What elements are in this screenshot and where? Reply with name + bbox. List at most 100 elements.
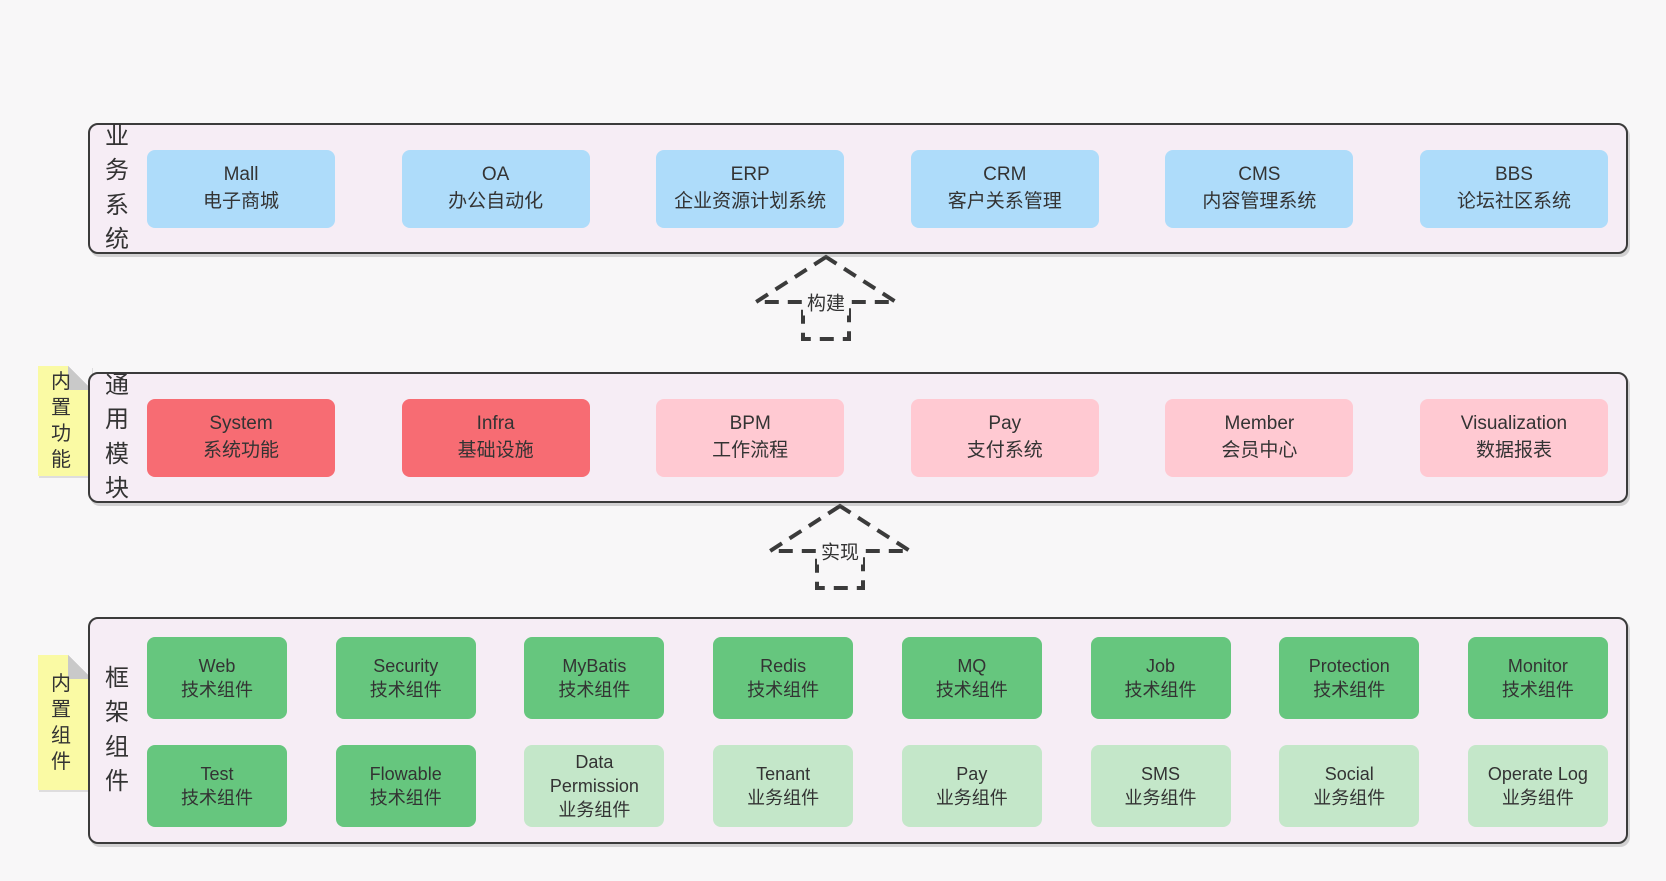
box-system: System 系统功能: [147, 398, 335, 477]
box-data-permission: Data Permission 业务组件: [524, 745, 665, 827]
box-sms: SMS 业务组件: [1090, 745, 1231, 827]
box-title: Operate Log: [1487, 763, 1588, 784]
box-title: ERP: [730, 163, 770, 185]
band-boxes-area: Mall 电子商城 OA 办公自动化 ERP 企业资源计划系统 CRM 客户关系…: [145, 125, 1626, 252]
box-infra: Infra 基础设施: [401, 398, 590, 477]
box-subtitle: 支付系统: [966, 439, 1043, 461]
box-title: MyBatis: [562, 655, 627, 676]
box-title: CRM: [983, 163, 1027, 185]
sticky-note-built-in-features: 内置功能: [38, 366, 92, 476]
box-subtitle: 技术组件: [1501, 680, 1574, 700]
box-title: Infra: [476, 412, 515, 434]
box-member: Member 会员中心: [1165, 398, 1354, 477]
box-title: Member: [1224, 412, 1295, 434]
box-mall: Mall 电子商城: [147, 149, 335, 228]
box-subtitle: 技术组件: [369, 680, 442, 700]
box-title: Pay: [988, 412, 1022, 434]
box-subtitle: 工作流程: [712, 439, 789, 461]
box-subtitle: 业务组件: [747, 788, 820, 808]
band-label-business-systems: 业务系统: [105, 123, 129, 253]
box-tenant: Tenant 业务组件: [713, 745, 854, 827]
box-crm: CRM 客户关系管理: [910, 149, 1099, 228]
box-row: Mall 电子商城 OA 办公自动化 ERP 企业资源计划系统 CRM 客户关系…: [147, 149, 1608, 228]
box-operate-log: Operate Log 业务组件: [1467, 745, 1608, 827]
box-subtitle: 技术组件: [935, 680, 1008, 700]
box-protection: Protection 技术组件: [1279, 637, 1420, 719]
band-business-systems: 业务系统 Mall 电子商城 OA 办公自动化 ERP 企业资源计划系统 CRM…: [88, 123, 1628, 254]
box-pay-component: Pay 业务组件: [901, 745, 1042, 827]
box-subtitle: 技术组件: [558, 680, 631, 700]
box-visualization: Visualization 数据报表: [1419, 398, 1608, 477]
box-redis: Redis 技术组件: [713, 637, 854, 719]
box-bpm: BPM 工作流程: [656, 398, 845, 477]
box-subtitle: 技术组件: [747, 680, 820, 700]
box-erp: ERP 企业资源计划系统: [656, 149, 845, 228]
box-subtitle: 基础设施: [457, 439, 534, 461]
box-title: BBS: [1494, 163, 1533, 185]
box-title: Monitor: [1507, 655, 1568, 676]
box-subtitle: 企业资源计划系统: [674, 190, 827, 212]
box-social: Social 业务组件: [1279, 745, 1420, 827]
box-row-business: Test 技术组件 Flowable 技术组件 Data Permission …: [147, 745, 1608, 827]
box-subtitle: 技术组件: [1124, 680, 1197, 700]
box-title: System: [209, 412, 273, 434]
sticky-note-built-in-components: 内置组件: [38, 655, 92, 790]
box-title: OA: [481, 163, 510, 185]
box-flowable: Flowable 技术组件: [335, 745, 476, 827]
box-subtitle: 业务组件: [1501, 788, 1574, 808]
box-title: BPM: [729, 412, 771, 434]
box-title: Redis: [760, 655, 807, 676]
band-boxes-area: System 系统功能 Infra 基础设施 BPM 工作流程 Pay 支付系统…: [145, 374, 1626, 501]
box-subtitle: 业务组件: [1124, 788, 1197, 808]
implement-arrow: 实现: [765, 503, 915, 591]
box-title: Visualization: [1460, 412, 1568, 434]
build-arrow-label: 构建: [802, 288, 850, 316]
box-security: Security 技术组件: [335, 637, 476, 719]
box-mq: MQ 技术组件: [901, 637, 1042, 719]
band-label-framework-components: 框架组件: [105, 665, 129, 795]
band-boxes-area: Web 技术组件 Security 技术组件 MyBatis 技术组件 Redi…: [145, 619, 1626, 842]
band-framework-components: 框架组件 Web 技术组件 Security 技术组件 MyBatis 技术组件…: [88, 617, 1628, 844]
box-subtitle: 技术组件: [1313, 680, 1386, 700]
box-web: Web 技术组件: [147, 637, 287, 719]
box-mybatis: MyBatis 技术组件: [524, 637, 665, 719]
band-common-modules: 通用模块 System 系统功能 Infra 基础设施 BPM 工作流程 Pay…: [88, 372, 1628, 503]
box-subtitle: 技术组件: [181, 788, 253, 808]
box-subtitle: 业务组件: [1313, 788, 1386, 808]
box-title: Web: [198, 655, 236, 676]
box-job: Job 技术组件: [1090, 637, 1231, 719]
sticky-note-label: 内置组件: [51, 672, 71, 773]
box-title: Security: [373, 655, 439, 676]
box-subtitle: 业务组件: [935, 788, 1008, 808]
box-subtitle: 数据报表: [1475, 439, 1552, 461]
box-pay: Pay 支付系统: [910, 398, 1099, 477]
box-monitor: Monitor 技术组件: [1467, 637, 1608, 719]
box-title: Tenant: [756, 763, 811, 784]
box-title: Social: [1324, 763, 1374, 784]
box-subtitle: 论坛社区系统: [1456, 190, 1571, 212]
box-title: Test: [200, 763, 234, 784]
box-title: Job: [1146, 655, 1176, 676]
box-title: Protection: [1308, 655, 1390, 676]
box-row: System 系统功能 Infra 基础设施 BPM 工作流程 Pay 支付系统…: [147, 398, 1608, 477]
box-oa: OA 办公自动化: [401, 149, 590, 228]
box-title: Flowable: [369, 763, 442, 784]
box-subtitle: 业务组件: [558, 800, 631, 821]
sticky-note-label: 内置功能: [51, 371, 71, 471]
implement-arrow-label: 实现: [816, 537, 864, 565]
box-title: CMS: [1238, 163, 1281, 185]
box-subtitle: 内容管理系统: [1202, 190, 1317, 212]
box-test: Test 技术组件: [147, 745, 287, 827]
box-subtitle: 会员中心: [1221, 439, 1298, 461]
box-title: Data Permission: [549, 751, 639, 796]
box-row-technical: Web 技术组件 Security 技术组件 MyBatis 技术组件 Redi…: [147, 637, 1608, 719]
box-subtitle: 技术组件: [181, 680, 253, 700]
box-cms: CMS 内容管理系统: [1165, 149, 1354, 228]
box-subtitle: 系统功能: [202, 439, 279, 461]
box-title: SMS: [1141, 763, 1181, 784]
box-subtitle: 技术组件: [369, 788, 442, 808]
box-subtitle: 电子商城: [202, 190, 279, 212]
box-title: Pay: [956, 763, 988, 784]
band-label-common-modules: 通用模块: [105, 372, 129, 502]
